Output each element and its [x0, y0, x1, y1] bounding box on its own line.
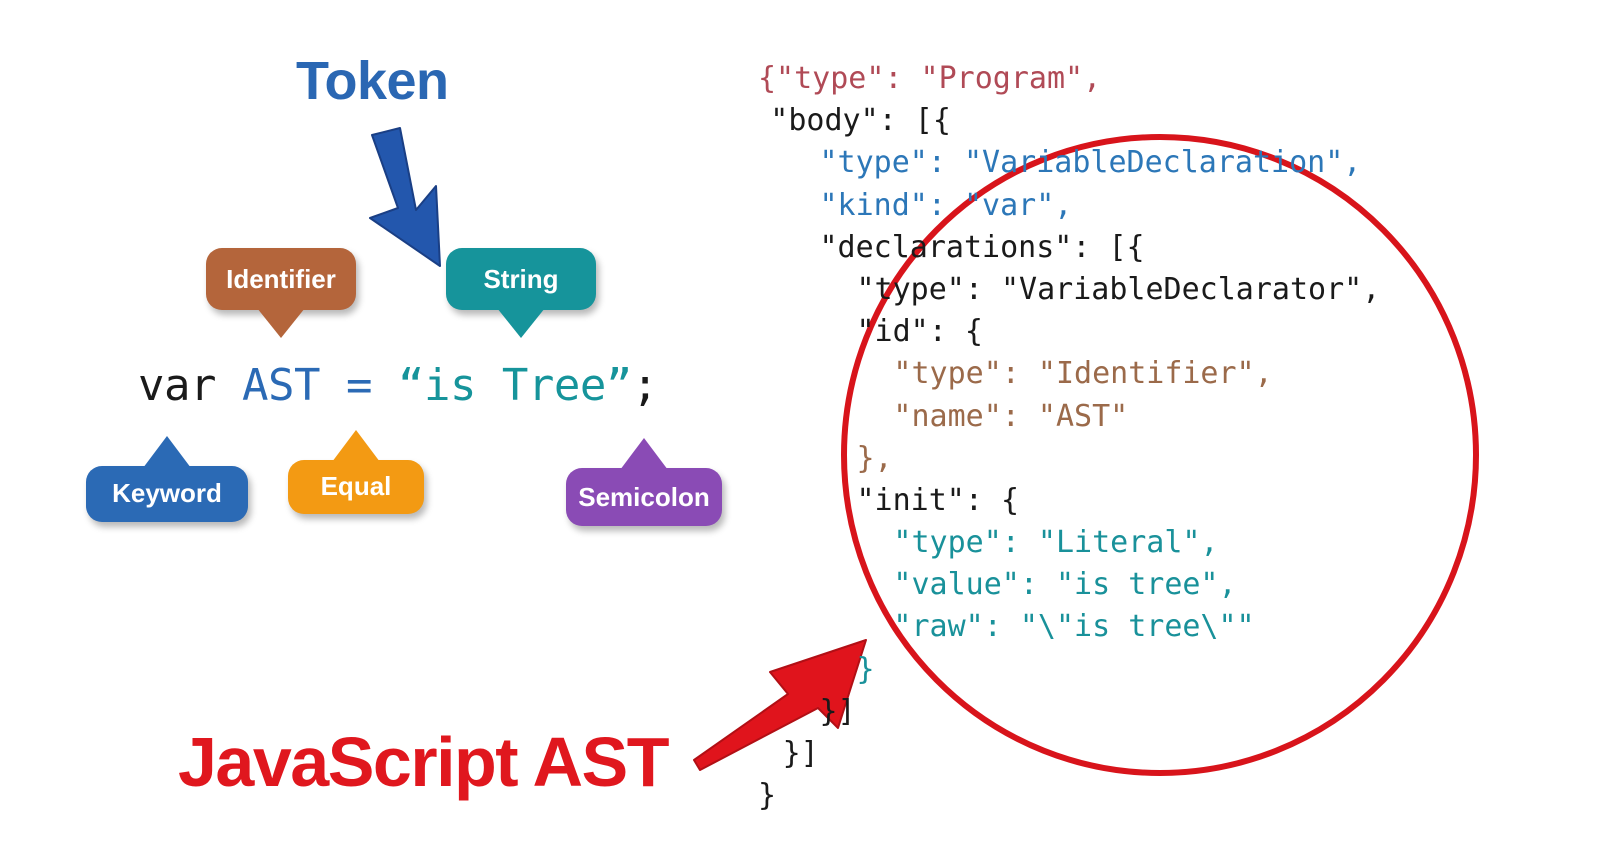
equal-pointer [332, 430, 380, 462]
keyword-pointer [143, 436, 191, 468]
ast-json-line: "name": "AST" [893, 398, 1129, 434]
ast-json-line: }, [856, 440, 893, 476]
ast-json-line: "value": "is tree", [893, 567, 1237, 603]
keyword-token-label: Keyword [86, 436, 248, 522]
semicolon-token: ; [631, 360, 659, 411]
semicolon-pointer [620, 438, 668, 470]
token-arrow [369, 127, 441, 267]
semicolon-label-text: Semicolon [578, 482, 710, 512]
equal-token-label: Equal [288, 430, 424, 514]
ast-json-line: "type": "VariableDeclarator", [856, 271, 1381, 307]
semicolon-token-label: Semicolon [566, 438, 722, 526]
identifier-token: AST [241, 360, 320, 411]
identifier-token-label: Identifier [206, 248, 356, 338]
ast-json-line: "type": "VariableDeclaration", [819, 145, 1362, 181]
equal-label-text: Equal [320, 471, 392, 501]
ast-json-line: {"type": "Program", [758, 61, 1102, 96]
ast-json-line: "type": "Literal", [893, 525, 1219, 561]
ast-json-line: }] [782, 736, 819, 771]
ast-json-line: "init": { [856, 482, 1020, 518]
ast-json-line: "id": { [856, 314, 983, 350]
ast-json-line: "body": [{ [770, 103, 951, 139]
ast-json-line: "type": "Identifier", [893, 356, 1273, 392]
keyword-token: var [138, 360, 216, 411]
javascript-ast-title: JavaScript AST [178, 723, 669, 801]
string-token-label: String [446, 248, 596, 338]
string-label-text: String [483, 264, 559, 294]
string-token: “is Tree” [397, 360, 632, 411]
ast-json-line: } [758, 778, 777, 814]
equal-token: = [345, 360, 373, 411]
ast-json-line: } [856, 651, 875, 687]
source-code-line: var AST = “is Tree”; [138, 360, 658, 411]
ast-json-line: }] [819, 693, 856, 729]
string-pointer [497, 308, 545, 338]
ast-json-line: "declarations": [{ [819, 229, 1145, 265]
keyword-label-text: Keyword [112, 478, 222, 508]
ast-json-line: "raw": "\"is tree\"" [893, 609, 1255, 645]
identifier-pointer [257, 308, 305, 338]
identifier-label-text: Identifier [226, 264, 336, 294]
ast-json-code: {"type": "Program", "body": [{ "type": "Va… [758, 58, 1380, 817]
ast-json-line: "kind": "var", [819, 187, 1073, 223]
token-title: Token [296, 51, 449, 111]
